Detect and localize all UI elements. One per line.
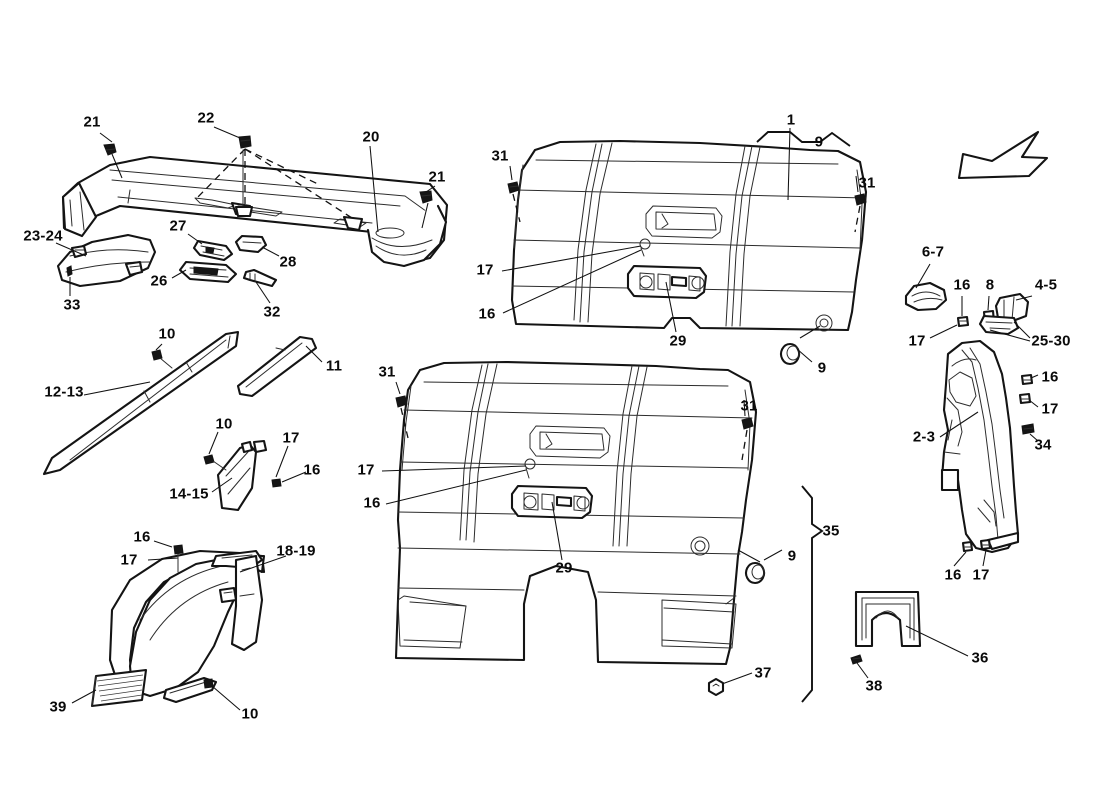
callout-label: 9 <box>814 133 824 151</box>
callout-label: 17 <box>908 332 926 350</box>
callout-label: 32 <box>263 303 281 321</box>
callout-label: 16 <box>133 528 151 546</box>
callout-label: 29 <box>555 559 573 577</box>
callout-label: 35 <box>822 522 840 540</box>
callout-label: 31 <box>858 174 876 192</box>
callout-label: 17 <box>282 429 300 447</box>
callout-label: 31 <box>378 363 396 381</box>
sun-visor-graphic <box>55 233 157 296</box>
callout-label: 2-3 <box>912 428 936 446</box>
callout-label: 9 <box>817 359 827 377</box>
callout-label: 17 <box>357 461 375 479</box>
callout-label: 25-30 <box>1031 332 1071 350</box>
small-pillar-cover-graphic <box>203 431 307 512</box>
wheel-arch-trim-graphic <box>71 540 287 711</box>
callout-label: 17 <box>120 551 138 569</box>
small-trim-parts-graphic <box>171 233 280 304</box>
callout-label: 17 <box>1041 400 1059 418</box>
callout-label: 17 <box>972 566 990 584</box>
callout-label: 33 <box>63 296 81 314</box>
callout-label: 28 <box>279 253 297 271</box>
callout-label: 23-24 <box>23 227 63 245</box>
callout-label: 29 <box>669 332 687 350</box>
direction-arrow-icon <box>957 130 1049 180</box>
callout-label: 16 <box>303 461 321 479</box>
callout-label: 16 <box>478 305 496 323</box>
callout-label: 16 <box>944 566 962 584</box>
roof-header-trim-assembly-graphic <box>61 126 449 268</box>
callout-label: 22 <box>197 109 215 127</box>
callout-label: 37 <box>754 664 772 682</box>
callout-label: 10 <box>241 705 259 723</box>
lower-bulkhead-trim-panel-graphic <box>381 360 824 703</box>
right-column-parts-graphic <box>850 263 1039 679</box>
callout-label: 10 <box>215 415 233 433</box>
callout-label: 27 <box>169 217 187 235</box>
callout-label: 31 <box>740 397 758 415</box>
callout-label: 16 <box>1041 368 1059 386</box>
callout-label: 39 <box>49 698 67 716</box>
callout-label: 11 <box>325 357 343 375</box>
callout-label: 34 <box>1034 436 1052 454</box>
callout-label: 10 <box>158 325 176 343</box>
callout-label: 8 <box>985 276 995 294</box>
callout-label: 1 <box>786 111 796 129</box>
upper-bulkhead-trim-panel-graphic <box>501 127 868 366</box>
callout-label: 18-19 <box>276 542 316 560</box>
callout-label: 6-7 <box>921 243 945 261</box>
callout-label: 21 <box>83 113 101 131</box>
a-pillar-trim-graphic <box>42 330 323 476</box>
callout-label: 14-15 <box>169 485 209 503</box>
callout-label: 21 <box>428 168 446 186</box>
callout-label: 16 <box>363 494 381 512</box>
callout-label: 17 <box>476 261 494 279</box>
callout-label: 26 <box>150 272 168 290</box>
callout-label: 9 <box>787 547 797 565</box>
callout-label: 12-13 <box>44 383 84 401</box>
mesh-grille-insert-graphic <box>71 668 148 708</box>
callout-label: 16 <box>953 276 971 294</box>
callout-label: 20 <box>362 128 380 146</box>
callout-label: 31 <box>491 147 509 165</box>
callout-label: 4-5 <box>1034 276 1058 294</box>
callout-label: 38 <box>865 677 883 695</box>
callout-label: 36 <box>971 649 989 667</box>
